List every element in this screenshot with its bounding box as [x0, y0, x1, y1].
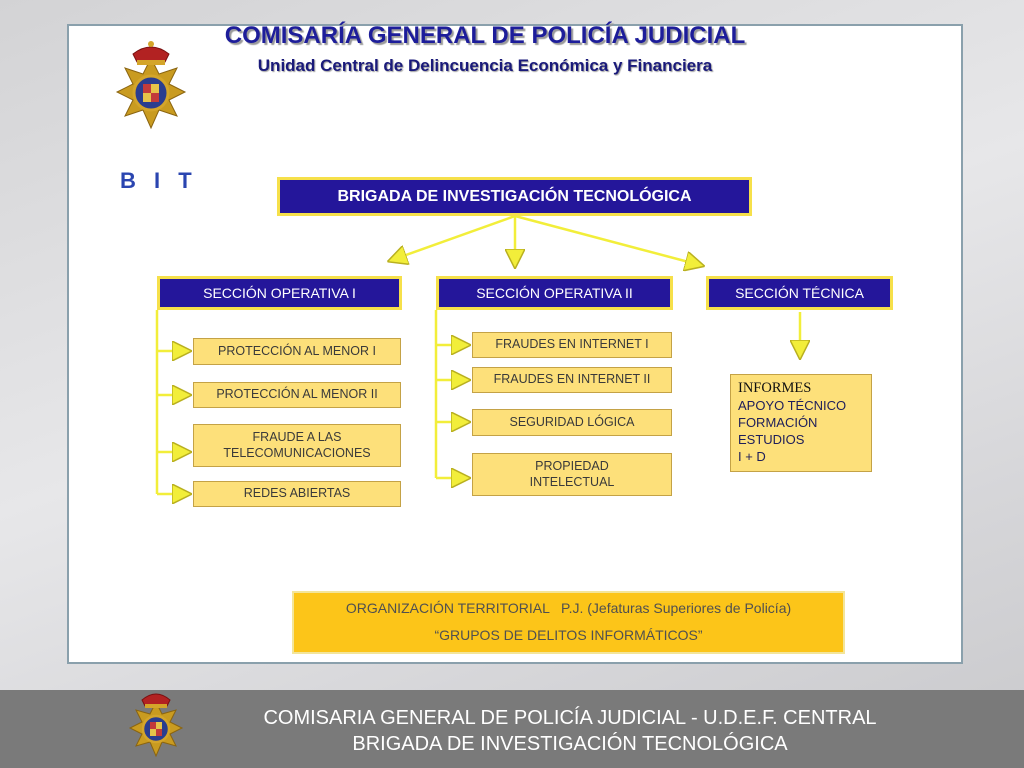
page-title: COMISARÍA GENERAL DE POLICÍA JUDICIAL: [224, 22, 746, 49]
node-redes-abiertas: REDES ABIERTAS: [193, 481, 401, 507]
footer-line-2: BRIGADA DE INVESTIGACIÓN TECNOLÓGICA: [352, 733, 788, 755]
node-seccion-tecnica-list: INFORMES APOYO TÉCNICO FORMACIÓN ESTUDIO…: [730, 374, 872, 472]
footer-bar: COMISARIA GENERAL DE POLICÍA JUDICIAL - …: [0, 690, 1024, 768]
node-fraude-telecomunicaciones: FRAUDE A LAS TELECOMUNICACIONES: [193, 424, 401, 467]
list-item: I + D: [738, 448, 766, 464]
node-seccion-tecnica: SECCIÓN TÉCNICA: [706, 276, 893, 310]
territorial-line-1: ORGANIZACIÓN TERRITORIAL P.J. (Jefaturas…: [345, 600, 792, 616]
node-seccion-operativa-2: SECCIÓN OPERATIVA II: [436, 276, 673, 310]
node-seguridad-logica: SEGURIDAD LÓGICA: [472, 409, 672, 436]
node-propiedad-intelectual: PROPIEDAD INTELECTUAL: [472, 453, 672, 496]
list-item: INFORMES: [738, 380, 812, 396]
node-fraudes-internet-1: FRAUDES EN INTERNET I: [472, 332, 672, 358]
node-seccion-operativa-1: SECCIÓN OPERATIVA I: [157, 276, 402, 310]
footer-line-1: COMISARIA GENERAL DE POLICÍA JUDICIAL - …: [263, 707, 877, 729]
node-brigada: BRIGADA DE INVESTIGACIÓN TECNOLÓGICA: [277, 177, 752, 216]
police-emblem-icon: [115, 41, 187, 130]
page-subtitle: Unidad Central de Delincuencia Económica…: [257, 56, 713, 75]
territorial-line-2: “GRUPOS DE DELITOS INFORMÁTICOS”: [434, 626, 703, 643]
node-organizacion-territorial: ORGANIZACIÓN TERRITORIAL P.J. (Jefaturas…: [292, 591, 845, 654]
list-item: APOYO TÉCNICO: [738, 397, 847, 413]
bit-label: B I T: [120, 168, 198, 193]
node-proteccion-menor-2: PROTECCIÓN AL MENOR II: [193, 382, 401, 408]
footer-text: COMISARIA GENERAL DE POLICÍA JUDICIAL - …: [170, 705, 970, 757]
police-emblem-small-icon: [128, 693, 184, 758]
node-proteccion-menor-1: PROTECCIÓN AL MENOR I: [193, 338, 401, 365]
node-fraudes-internet-2: FRAUDES EN INTERNET II: [472, 367, 672, 393]
list-item: FORMACIÓN: [738, 414, 818, 430]
list-item: ESTUDIOS: [738, 431, 805, 447]
